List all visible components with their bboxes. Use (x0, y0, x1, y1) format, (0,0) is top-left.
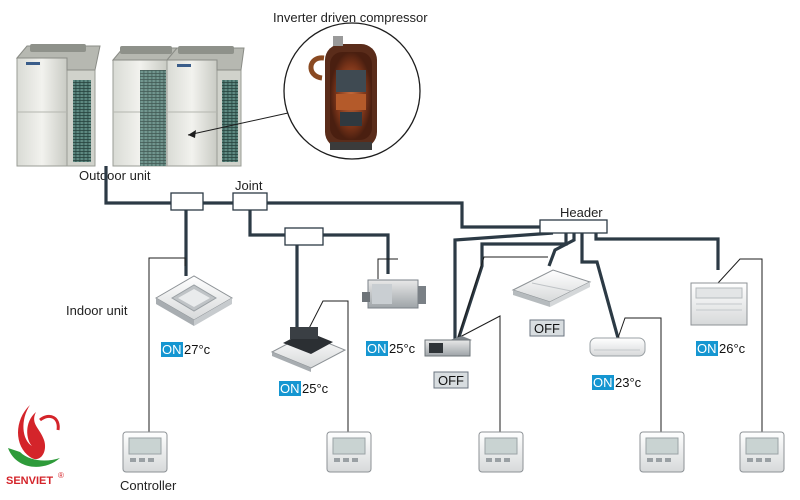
status-ducted-2: OFF (433, 371, 469, 389)
floor-standing-unit (690, 282, 748, 326)
ducted-unit-2 (424, 336, 472, 357)
status-cassette-1: ON 27°c (161, 342, 211, 357)
status-cassette-2: ON 25°c (279, 381, 329, 396)
status-on-label: ON (280, 381, 300, 396)
outdoor-unit-left (15, 44, 101, 167)
status-temp: 25°c (389, 341, 416, 356)
indoor-unit-label: Indoor unit (66, 303, 128, 318)
header-box (539, 219, 608, 234)
status-ceiling-suspended: OFF (529, 319, 565, 337)
cassette-unit-2 (270, 327, 347, 372)
control-wiring (148, 256, 763, 432)
ceiling-suspended-unit (511, 269, 592, 307)
refrigerant-piping (104, 166, 720, 346)
status-off-label: OFF (534, 321, 560, 336)
status-on-label: ON (593, 375, 613, 390)
status-off-label: OFF (438, 373, 464, 388)
status-on-label: ON (697, 341, 717, 356)
header-label: Header (560, 205, 603, 220)
logo-leaf-icon (8, 448, 60, 467)
outdoor-unit-middle (111, 46, 182, 167)
status-temp: 27°c (184, 342, 211, 357)
status-on-label: ON (162, 342, 182, 357)
status-floor-standing: ON 26°c (696, 341, 746, 356)
joint-label: Joint (235, 178, 263, 193)
outdoor-unit-right (165, 46, 245, 167)
controller-label: Controller (120, 478, 177, 493)
senviet-logo: SENVIET ® (6, 405, 64, 487)
cassette-unit-1 (155, 275, 233, 326)
compressor-image (308, 36, 377, 150)
controller-2 (326, 431, 372, 473)
controller-1 (122, 431, 168, 473)
status-on-label: ON (367, 341, 387, 356)
status-temp: 26°c (719, 341, 746, 356)
status-temp: 25°c (302, 381, 329, 396)
logo-registered-mark: ® (58, 471, 64, 480)
status-temp: 23°c (615, 375, 642, 390)
wall-mounted-unit (589, 337, 646, 357)
pipe-joints (170, 192, 324, 246)
controller-3 (478, 431, 524, 473)
ducted-unit-1 (362, 279, 426, 309)
controller-5 (739, 431, 785, 473)
logo-text: SENVIET (6, 475, 53, 487)
outdoor-unit-label: Outdoor unit (79, 168, 151, 183)
status-wall-mounted: ON 23°c (592, 375, 642, 390)
status-ducted-1: ON 25°c (366, 341, 416, 356)
controller-4 (639, 431, 685, 473)
compressor-label: Inverter driven compressor (273, 10, 428, 25)
logo-flame-icon (18, 405, 46, 460)
